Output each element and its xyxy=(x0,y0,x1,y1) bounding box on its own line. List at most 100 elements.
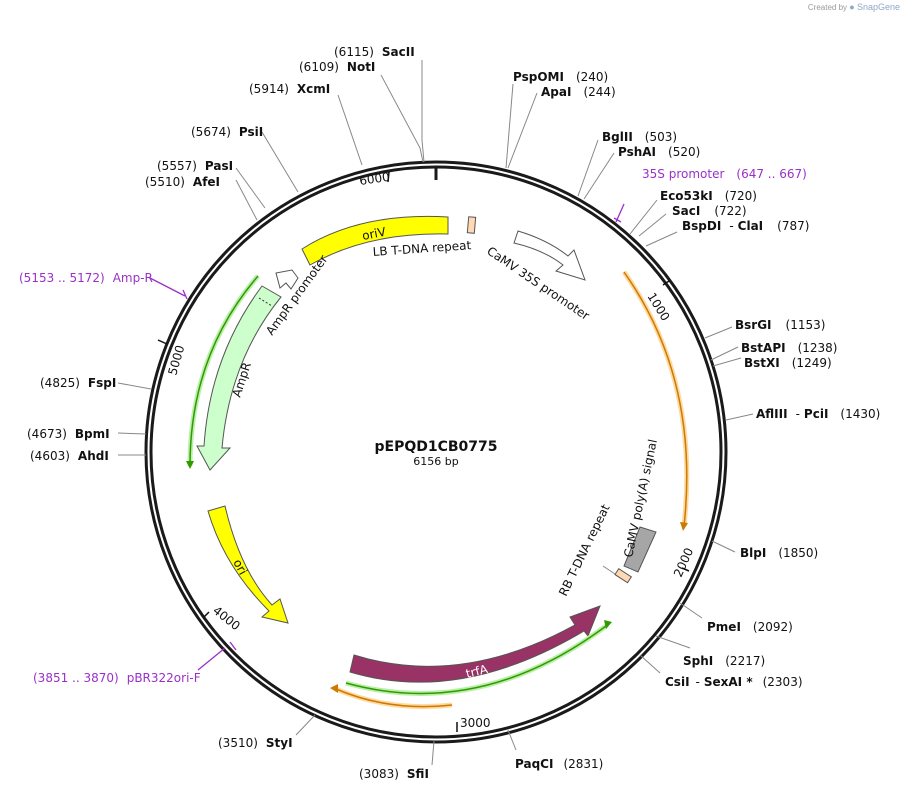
leader-bspdi xyxy=(645,231,678,247)
primer-ampr-bar xyxy=(182,289,188,300)
leader-sfii xyxy=(431,740,435,766)
primer-marks xyxy=(149,203,625,671)
feature-label-lb: LB T-DNA repeat xyxy=(372,238,472,259)
feature-ori xyxy=(207,505,289,624)
orf-bottom-head xyxy=(330,684,338,693)
site-name: NotI xyxy=(347,60,376,74)
primer-labels: 35S promoter(647 .. 667) (5153 .. 5172) A… xyxy=(19,167,807,685)
site-label-eco53ki: Eco53kI (720) xyxy=(660,189,757,203)
primer-35s-tick xyxy=(615,203,625,223)
site-name: PasI xyxy=(205,159,233,173)
tick-5000 xyxy=(157,339,168,345)
leader-fspi xyxy=(117,382,152,390)
ampr-dash xyxy=(258,297,273,307)
site-name: AhdI xyxy=(78,449,109,463)
feature-label-ori: ori xyxy=(230,557,250,577)
feature-rb-repeat xyxy=(614,567,633,584)
leader-bsrgi xyxy=(704,326,733,339)
site-pos: (503) xyxy=(645,130,677,144)
site-label-xcmi: (5914) XcmI xyxy=(249,82,330,96)
primer-name: pBR322ori-F xyxy=(127,671,201,685)
site-name: BglII xyxy=(602,130,633,144)
feature-lb-repeat xyxy=(466,216,477,234)
site-label-blpi: BlpI(1850) xyxy=(740,546,818,560)
site-name: SacII xyxy=(382,45,415,59)
orf-ampr-head xyxy=(186,461,194,469)
orf-trfa-head xyxy=(604,620,612,629)
site-label-csii: CsiI-SexAI *(2303) xyxy=(665,675,803,689)
primer-range: (647 .. 667) xyxy=(736,167,806,181)
site-name: XcmI xyxy=(297,82,330,96)
site-name: FspI xyxy=(88,376,116,390)
feature-camv-polya xyxy=(623,526,657,573)
site-label-noti: (6109)NotI xyxy=(299,60,375,74)
leader-saci xyxy=(638,213,667,237)
tick-2000 xyxy=(681,567,690,572)
site-label-sfii: (3083)SfiI xyxy=(359,767,429,781)
tick-1000 xyxy=(662,280,670,286)
tick-6000 xyxy=(387,171,390,183)
site-label-pspomi: PspOMI(240) xyxy=(513,70,608,84)
site-name: BsrGI xyxy=(735,318,772,332)
leader-afliii xyxy=(725,413,754,421)
site-label-saci: SacI (722) xyxy=(672,204,747,218)
site-name: AflIII xyxy=(756,407,788,421)
site-label-styi: (3510)StyI xyxy=(218,736,293,750)
orf-ampr-line xyxy=(189,275,259,467)
leader-bstapi xyxy=(710,346,739,361)
site-name: SacI xyxy=(672,204,700,218)
site-name: PspOMI xyxy=(513,70,564,84)
site-pos: (520) xyxy=(668,145,700,159)
primer-label-35s: 35S promoter(647 .. 667) xyxy=(642,167,807,181)
site-name: BpmI xyxy=(75,427,110,441)
site-separator: - xyxy=(796,407,800,421)
leader-styi xyxy=(295,714,316,736)
site-label-bstxi: BstXI(1249) xyxy=(744,356,832,370)
site-label-pmei: PmeI(2092) xyxy=(707,620,793,634)
snapgene-logo: ● xyxy=(849,2,855,12)
leader-xcmi xyxy=(337,94,363,166)
primer-ori-bar xyxy=(229,641,237,651)
site-label-apai: ApaI(244) xyxy=(541,85,616,99)
backbone-outer xyxy=(144,160,728,744)
site-pos: (2217) xyxy=(725,654,765,668)
leader-bpmi xyxy=(117,432,147,435)
leader-paqci xyxy=(507,729,517,751)
site-pos: (5510) xyxy=(145,175,185,189)
feature-label-trfa: trfA xyxy=(464,662,490,681)
site-pos: (2831) xyxy=(563,757,603,771)
watermark-brand: SnapGene xyxy=(856,2,900,12)
leader-afei xyxy=(235,179,258,221)
site-name: SfiI xyxy=(407,767,429,781)
primer-ampr-leader xyxy=(149,277,186,297)
feature-camv35s-promoter xyxy=(513,230,586,281)
leader-pshai xyxy=(583,152,615,200)
site-pos: (6115) xyxy=(334,45,374,59)
leader-noti xyxy=(380,74,424,163)
leader-sphi xyxy=(655,635,691,649)
site-pos: (722) xyxy=(714,204,746,218)
site-pos: (244) xyxy=(583,85,615,99)
site-label-pshai: PshAI(520) xyxy=(618,145,700,159)
site-pos: (1430) xyxy=(840,407,880,421)
site-pos: (5914) xyxy=(249,82,289,96)
site-name: Eco53kI xyxy=(660,189,713,203)
site-pos: (1249) xyxy=(792,356,832,370)
site-label-bglii: BglII (503) xyxy=(602,130,677,144)
site-pos: (4603) xyxy=(30,449,70,463)
site-label-bspdi: BspDI-ClaI(787) xyxy=(682,219,809,233)
site-pos: (3510) xyxy=(218,736,258,750)
site-pos: (720) xyxy=(725,189,757,203)
tick-label-4000: 4000 xyxy=(210,603,243,633)
site-pos: (4673) xyxy=(27,427,67,441)
primer-range: (5153 .. 5172) xyxy=(19,271,105,285)
site-labels: (6115) SacII (6109)NotI (5914) XcmI (5674)… xyxy=(27,45,880,781)
orf-right-line xyxy=(623,271,688,527)
site-label-afliii: AflIII-PciI(1430) xyxy=(756,407,880,421)
feature-label-rb: RB T-DNA repeat xyxy=(556,502,613,599)
rb-leader xyxy=(602,565,616,575)
site-pos: (5674) xyxy=(191,125,231,139)
site-label-paqci: PaqCI(2831) xyxy=(515,757,603,771)
orf-right-head xyxy=(680,522,688,531)
leader-psii xyxy=(261,131,299,193)
